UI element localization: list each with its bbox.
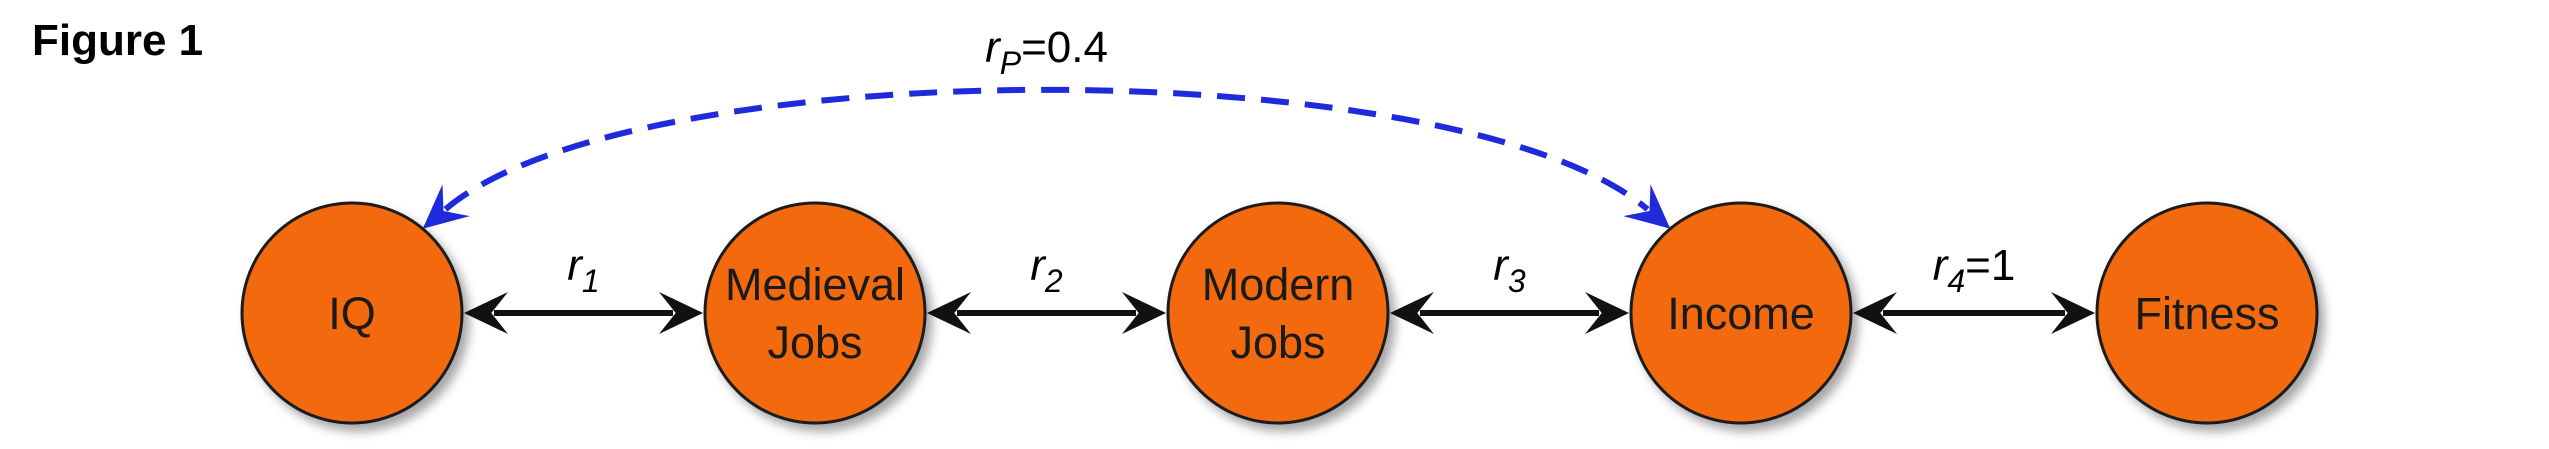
edge-iq-income-arrowhead-start [422,184,470,229]
edge-iq-income-label: rP=0.4 [985,23,1108,81]
edge-iq-income [422,86,1671,229]
edge-modern-jobs-income-label: r3 [1493,241,1526,299]
edge-medieval-jobs-modern-jobs-arrowhead-start [927,292,971,334]
edge-medieval-jobs-modern-jobs-label-subscript: 2 [1044,263,1063,299]
node-iq-circle [240,201,464,425]
node-modern-jobs-label: Modern [1202,259,1355,310]
edge-modern-jobs-income [1390,292,1629,334]
node-fitness-circle [2095,201,2319,425]
node-medieval-jobs-label: Medieval [725,259,905,310]
edge-iq-medieval-jobs-arrowhead-end [659,292,703,334]
node-income: Income [1629,201,1853,425]
edge-income-fitness-arrowhead-start [1853,292,1897,334]
edge-medieval-jobs-modern-jobs-label: r2 [1030,241,1063,299]
node-fitness-label: Fitness [2134,288,2279,339]
edge-income-fitness-arrowhead-end [2051,292,2095,334]
node-iq-label: IQ [328,288,376,339]
node-income-label: Income [1667,288,1815,339]
edge-modern-jobs-income-arrowhead-end [1585,292,1629,334]
edge-income-fitness-label: r4=1 [1933,241,2016,299]
edge-modern-jobs-income-label-subscript: 3 [1508,263,1526,299]
edge-modern-jobs-income-arrowhead-start [1390,292,1434,334]
edge-iq-income-label-subscript: P [1000,45,1022,81]
edge-iq-medieval-jobs-label-symbol: r [567,241,584,290]
edge-income-fitness [1853,292,2095,334]
edge-iq-income-label-value: =0.4 [1021,23,1108,72]
edges-layer [422,86,2095,334]
edge-iq-medieval-jobs-label-subscript: 1 [582,263,600,299]
edge-iq-medieval-jobs [464,292,703,334]
edge-medieval-jobs-modern-jobs [927,292,1166,334]
edge-iq-income-curve [443,86,1650,212]
node-medieval-jobs-circle [703,201,927,425]
edge-income-fitness-label-value: =1 [1965,241,2015,290]
node-fitness: Fitness [2095,201,2319,425]
node-income-circle [1629,201,1853,425]
edge-income-fitness-label-symbol: r [1933,241,1950,290]
edge-income-fitness-label-subscript: 4 [1947,263,1965,299]
edge-iq-medieval-jobs-arrowhead-start [464,292,508,334]
node-medieval-jobs-label: Jobs [767,317,862,368]
figure-title: Figure 1 [32,16,204,65]
edge-modern-jobs-income-label-symbol: r [1493,241,1510,290]
edge-iq-income-label-symbol: r [985,23,1002,72]
node-modern-jobs-circle [1166,201,1390,425]
edge-medieval-jobs-modern-jobs-arrowhead-end [1122,292,1166,334]
edge-medieval-jobs-modern-jobs-label-symbol: r [1030,241,1047,290]
node-modern-jobs-label: Jobs [1230,317,1325,368]
node-iq: IQ [240,201,464,425]
edge-iq-income-arrowhead-end [1623,184,1671,229]
edge-iq-medieval-jobs-label: r1 [567,241,599,299]
